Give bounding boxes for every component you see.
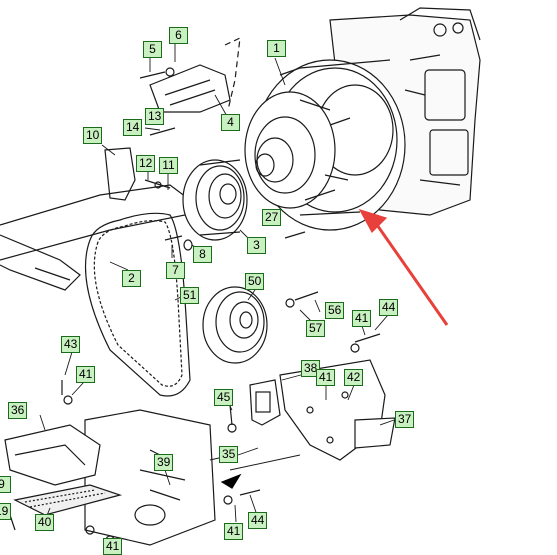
callout-part-57: 57 bbox=[306, 320, 326, 337]
idler-pulley bbox=[202, 286, 268, 364]
callout-part-2: 2 bbox=[122, 270, 141, 287]
callout-part-4: 4 bbox=[221, 114, 240, 131]
callout-part-40: 40 bbox=[35, 514, 55, 531]
drive-pulley bbox=[182, 159, 248, 241]
callout-part-56: 56 bbox=[325, 302, 345, 319]
callout-part-27: 27 bbox=[262, 209, 282, 226]
callout-part-37: 37 bbox=[395, 411, 415, 428]
callout-part-13: 13 bbox=[145, 108, 165, 125]
callout-part-36: 36 bbox=[8, 402, 28, 419]
callout-part-41-a: 41 bbox=[352, 310, 372, 327]
belt-guard bbox=[149, 37, 241, 113]
callout-part-43: 43 bbox=[61, 336, 81, 353]
tray bbox=[4, 424, 101, 486]
v-belt bbox=[84, 212, 191, 397]
side-panel bbox=[84, 409, 216, 546]
callout-part-38: 38 bbox=[301, 360, 321, 377]
callout-part-6: 6 bbox=[169, 27, 188, 44]
callout-part-44-a: 44 bbox=[379, 299, 399, 316]
red-arrow-annotation bbox=[358, 208, 449, 326]
callout-part-3: 3 bbox=[247, 237, 266, 254]
callout-part-1: 1 bbox=[267, 40, 286, 57]
callout-part-45: 45 bbox=[214, 389, 234, 406]
callout-part-50: 50 bbox=[245, 273, 265, 290]
callout-part-8: 8 bbox=[193, 246, 212, 263]
callout-part-19: 19 bbox=[0, 503, 12, 520]
clamp-bracket bbox=[249, 379, 281, 426]
callout-part-44-b: 44 bbox=[248, 512, 268, 529]
callout-part-7: 7 bbox=[166, 262, 185, 279]
callout-part-9: 9 bbox=[0, 476, 11, 493]
callout-part-42: 42 bbox=[344, 369, 364, 386]
pointer-arrow bbox=[220, 473, 242, 489]
callout-part-41-d: 41 bbox=[224, 523, 244, 540]
callout-part-14: 14 bbox=[123, 119, 143, 136]
callout-part-41-e: 41 bbox=[103, 538, 123, 555]
callout-part-5: 5 bbox=[143, 41, 162, 58]
callout-part-10: 10 bbox=[83, 127, 103, 144]
step-plate bbox=[13, 484, 123, 516]
callout-part-39: 39 bbox=[154, 454, 174, 471]
callout-part-11: 11 bbox=[159, 157, 178, 174]
callout-part-41-c: 41 bbox=[316, 369, 336, 386]
flywheel-housing bbox=[244, 59, 406, 231]
callout-part-35: 35 bbox=[219, 446, 239, 463]
mounting-plate bbox=[279, 359, 396, 461]
callout-part-41-b: 41 bbox=[76, 366, 96, 383]
callout-part-51: 51 bbox=[180, 287, 200, 304]
callout-part-12: 12 bbox=[136, 155, 156, 172]
